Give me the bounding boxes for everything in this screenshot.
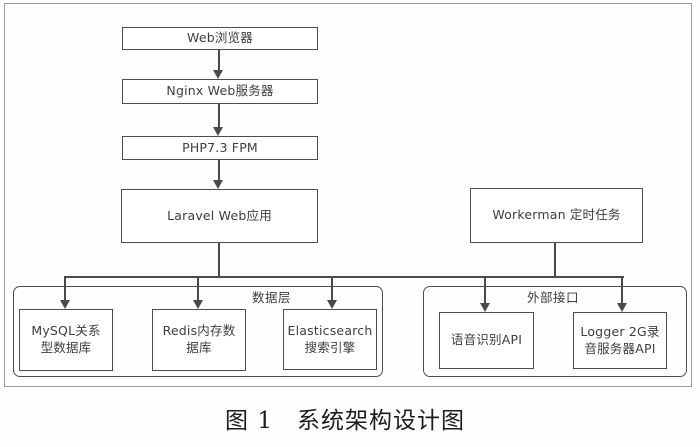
arrowhead-bus-to-voice-api [479, 303, 490, 312]
node-workerman-cron: Workerman 定时任务 [470, 188, 643, 243]
node-redis-database: Redis内存数 据库 [152, 309, 246, 371]
node-web-browser: Web浏览器 [122, 27, 318, 50]
group-external-api-label: 外部接口 [527, 290, 580, 305]
edge-bus-to-redis [197, 276, 199, 301]
edge-laravel-drop [218, 243, 220, 278]
node-laravel-web-app: Laravel Web应用 [121, 189, 318, 243]
edge-bus-to-elasticsearch [331, 276, 333, 301]
group-data-layer [13, 286, 383, 377]
node-elasticsearch-engine: Elasticsearch 搜索引擎 [283, 309, 377, 370]
arrowhead-bus-to-elasticsearch [326, 300, 337, 309]
edge-nginx-to-php [218, 104, 220, 128]
node-nginx-web-server: Nginx Web服务器 [122, 79, 318, 104]
edge-workerman-drop [554, 243, 556, 278]
arrowhead-nginx-to-php [213, 127, 223, 136]
arrowhead-php-to-laravel [213, 180, 223, 189]
edge-bus-to-logger-api [621, 276, 623, 304]
node-mysql-database: MySQL关系 型数据库 [19, 309, 113, 371]
arrowhead-bus-to-redis [192, 300, 203, 309]
edge-bus-to-voice-api [484, 276, 486, 304]
edge-php-to-laravel [218, 160, 220, 181]
group-external-api [423, 286, 687, 377]
arrowhead-browser-to-nginx [213, 70, 223, 79]
edge-browser-to-nginx [218, 50, 220, 71]
node-php-fpm: PHP7.3 FPM [122, 136, 318, 160]
node-voice-recognition-api: 语音识别API [439, 312, 534, 369]
edge-bus-to-mysql [64, 276, 66, 301]
arrowhead-bus-to-mysql [59, 300, 70, 309]
node-logger-recording-api: Logger 2G录 音服务器API [573, 312, 667, 369]
edge-connector-bus [64, 276, 624, 278]
group-data-layer-label: 数据层 [252, 290, 292, 305]
arrowhead-bus-to-logger-api [616, 303, 627, 312]
figure-caption: 图 1 系统架构设计图 [225, 408, 465, 434]
